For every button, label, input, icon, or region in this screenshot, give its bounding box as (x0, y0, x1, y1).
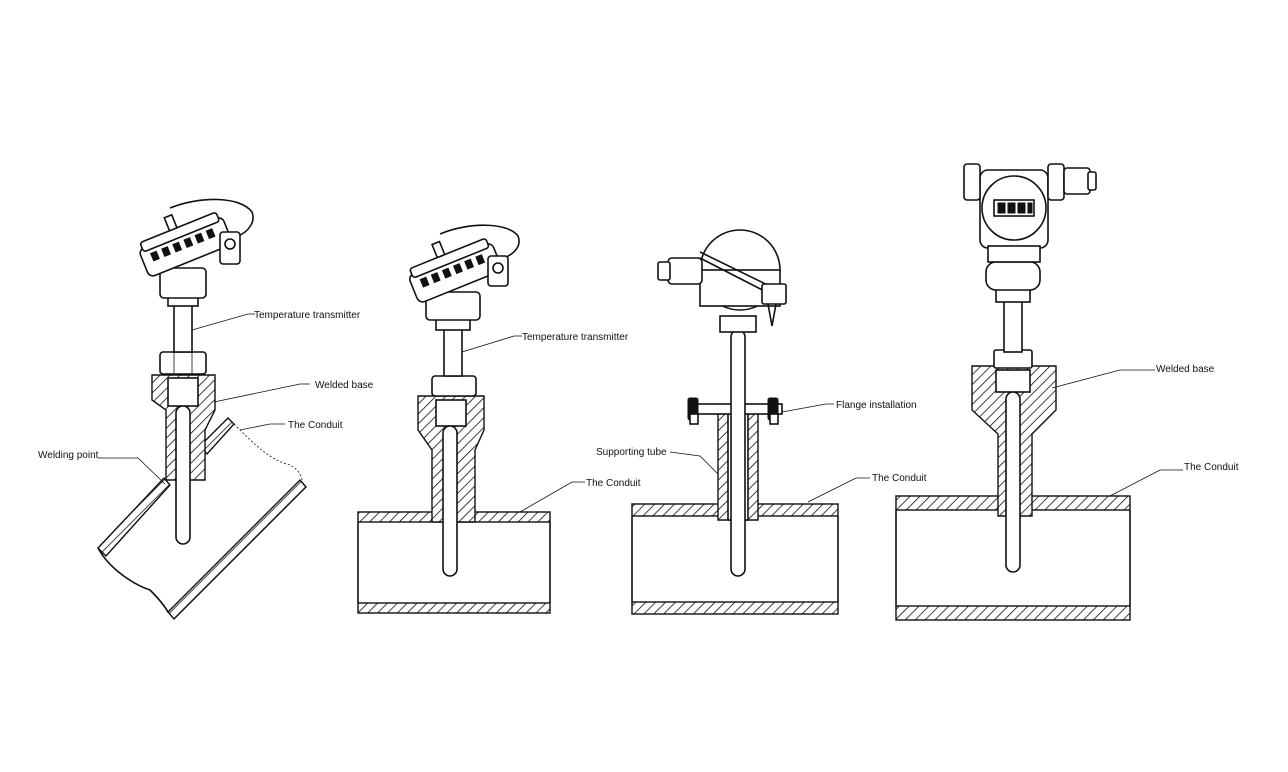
probe (175, 405, 191, 545)
transmitter-head (657, 229, 787, 327)
probe (730, 329, 746, 577)
label-supporting-tube: Supporting tube (596, 447, 667, 458)
label-conduit: The Conduit (872, 473, 927, 484)
transmitter-head (409, 224, 520, 321)
diagram-3: Flange installation Supporting tube The … (596, 229, 927, 615)
diagram-2: Temperature transmitter The Conduit (357, 224, 641, 614)
probe (442, 425, 458, 577)
label-conduit: The Conduit (288, 420, 343, 431)
diagram-1: Temperature transmitter Welded base The … (38, 198, 374, 621)
straight-conduit (631, 503, 839, 615)
transmitter-head (963, 163, 1097, 291)
label-transmitter: Temperature transmitter (254, 310, 361, 321)
probe (1005, 391, 1021, 573)
diagram-4: Welded base The Conduit (895, 163, 1239, 621)
label-welded-base: Welded base (1156, 364, 1215, 375)
angled-conduit (97, 417, 307, 621)
label-conduit: The Conduit (586, 478, 641, 489)
label-welding-point: Welding point (38, 450, 99, 461)
label-flange: Flange installation (836, 400, 917, 411)
label-conduit: The Conduit (1184, 462, 1239, 473)
label-welded-base: Welded base (315, 380, 374, 391)
label-transmitter: Temperature transmitter (522, 332, 629, 343)
transmitter-head (139, 198, 254, 299)
